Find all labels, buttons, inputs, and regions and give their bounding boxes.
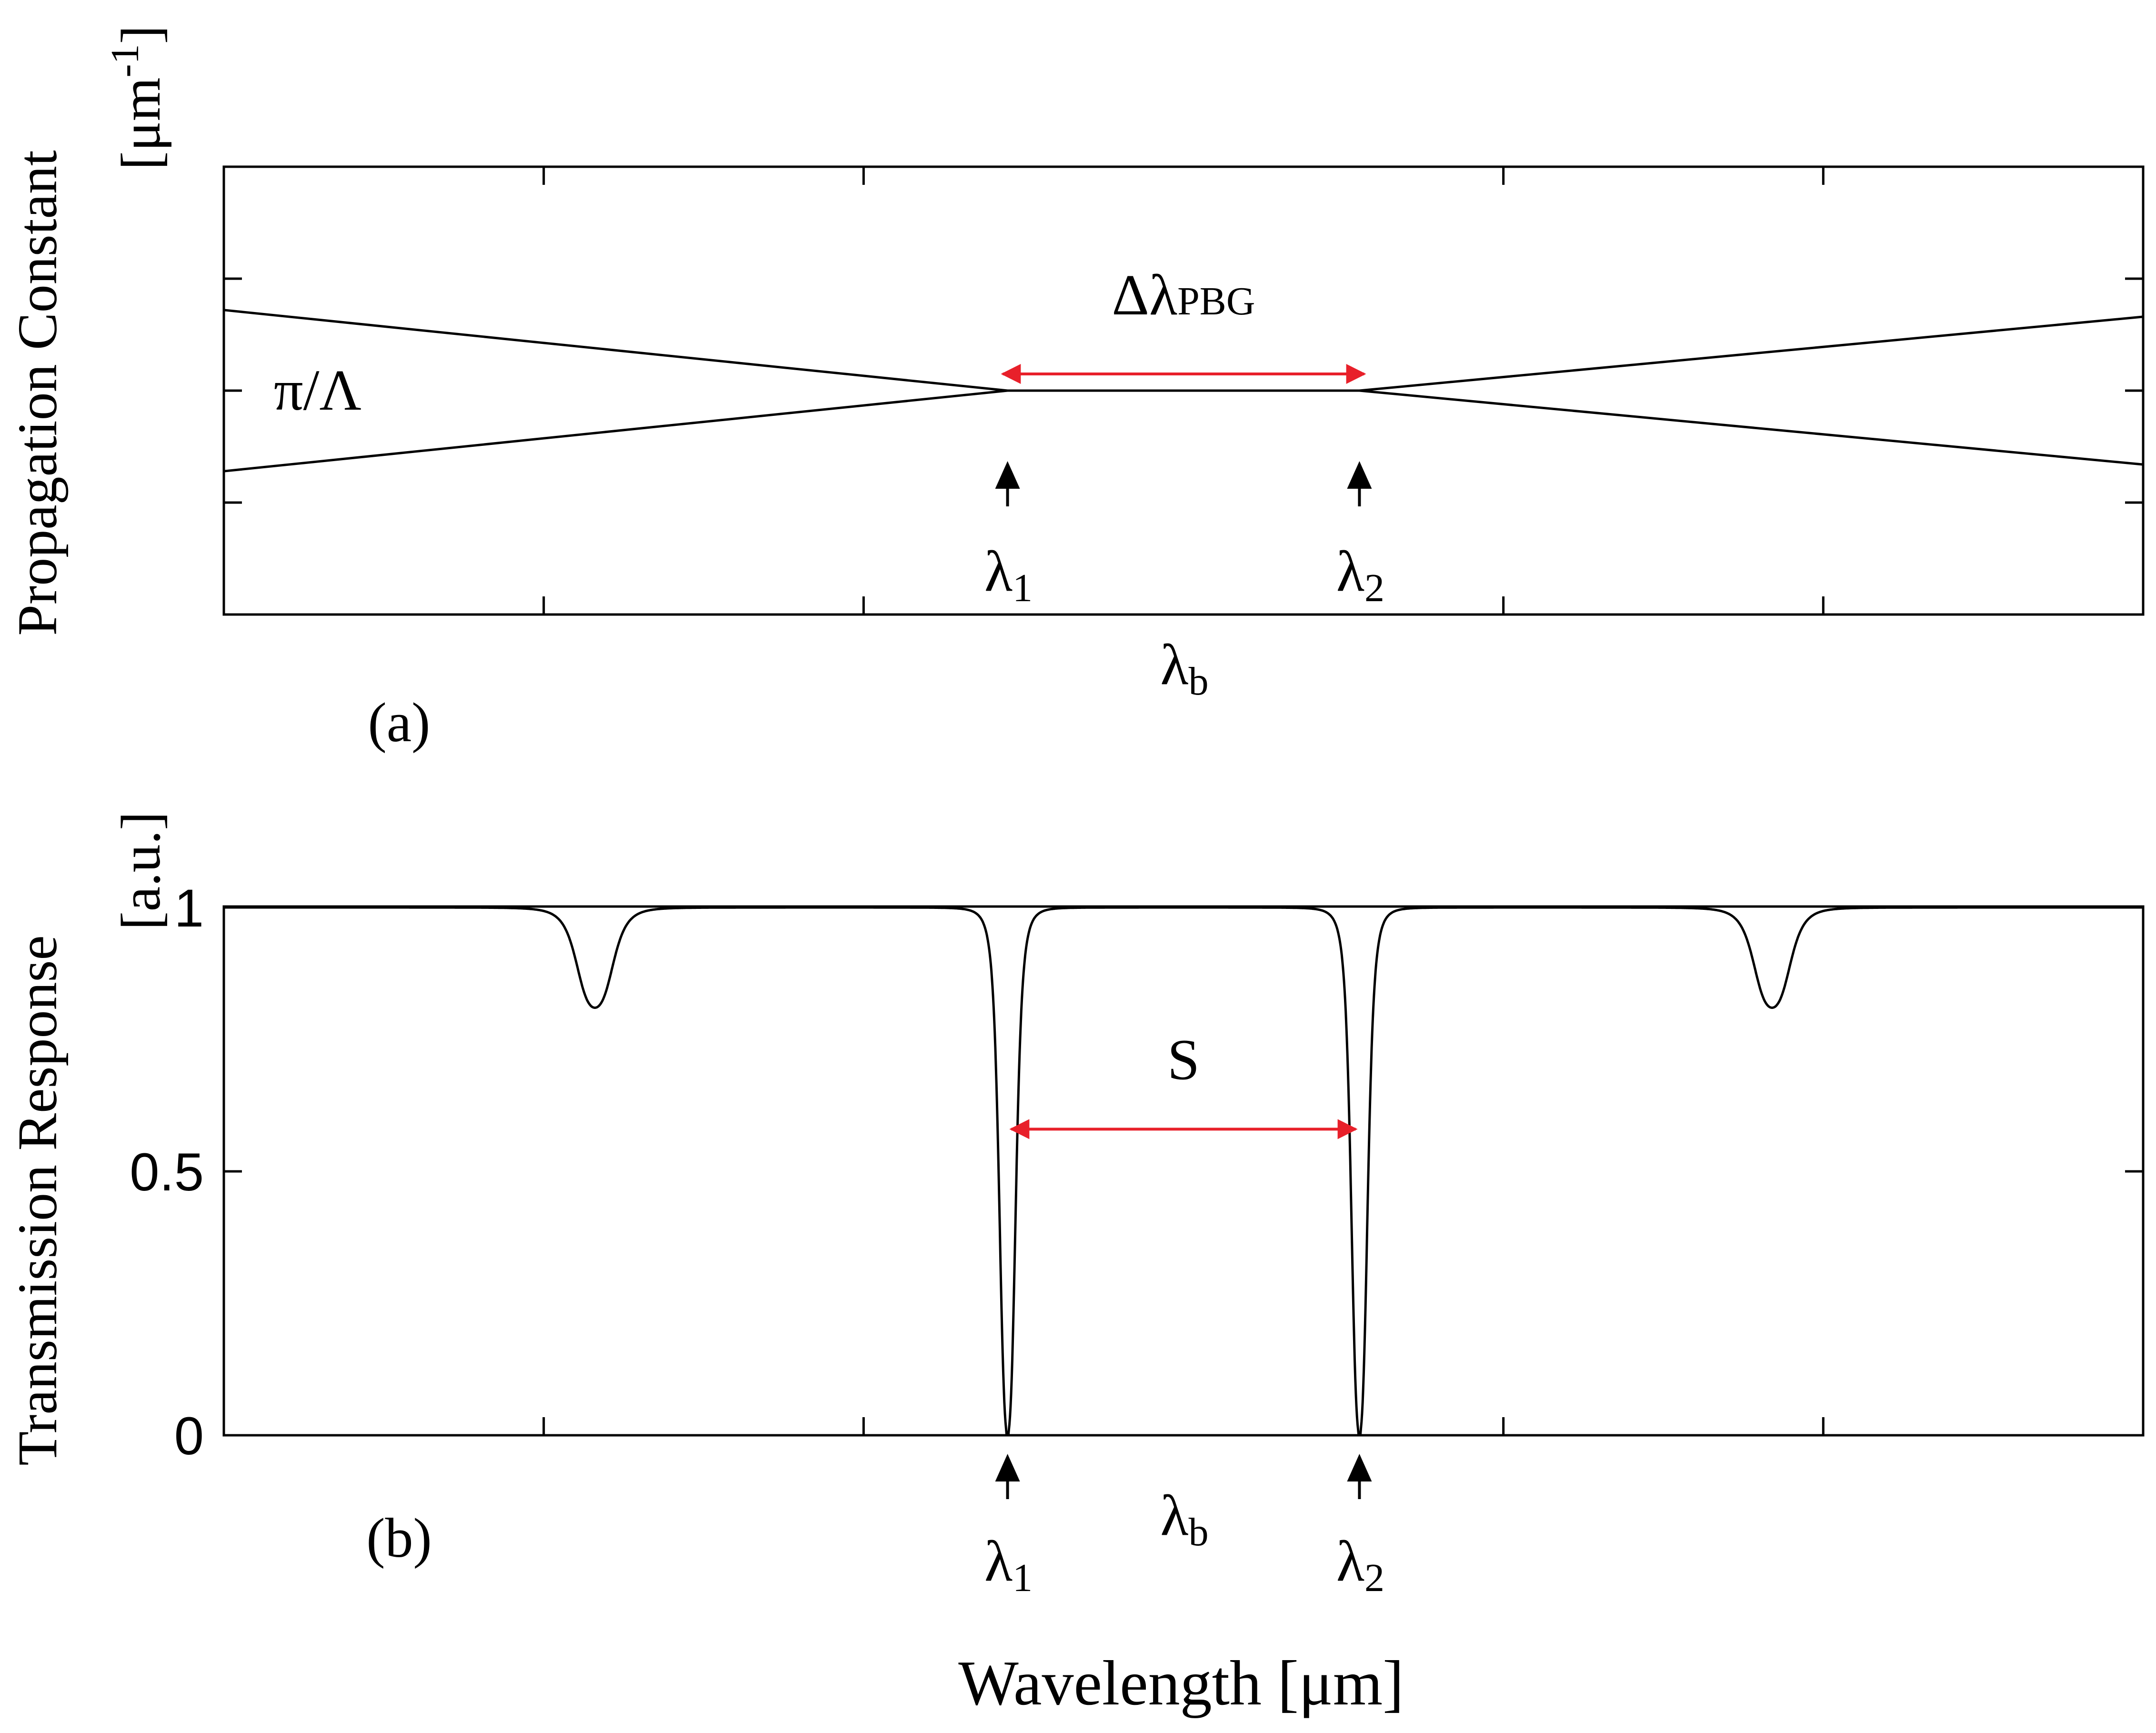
panel-b-ticks <box>224 1170 2143 1437</box>
panel-b-lambda-1-sub: 1 <box>1013 1556 1033 1600</box>
x-axis-title: Wavelength [μm] <box>958 1648 1404 1718</box>
panel-b-lambda-2-label: λ2 <box>1336 1529 1384 1600</box>
panel-b-frame <box>222 905 2145 1437</box>
panel-b-ytick-label: 0 <box>174 1406 204 1466</box>
panel-b-spacing-label: S <box>1167 1028 1200 1092</box>
panel-b-lambda-b-symbol: λ <box>1160 1483 1188 1548</box>
panel-a-bandgap-label: ΔλPBG <box>1112 263 1255 327</box>
panel-b-lambda-b-sub: b <box>1189 1510 1209 1554</box>
panel-b-lambda-2-arrowhead <box>1347 1454 1372 1481</box>
panel-a-lambda-2-label: λ2 <box>1336 539 1384 610</box>
panel-b-transmission-curve <box>224 906 2143 1437</box>
panel-b-y-title: Transmission Response <box>6 935 69 1466</box>
panel-b-y-unit-text: [a.u.] <box>110 812 172 930</box>
panel-a-bandgap-sub: PBG <box>1177 279 1255 323</box>
panel-a-y-unit-text: [μm-1] <box>103 25 172 170</box>
panel-b-lambda-b-label: λb <box>1160 1483 1208 1554</box>
panel-a-bandgap-symbol: Δλ <box>1112 263 1177 327</box>
panel-a-y-unit-close: ] <box>110 25 172 44</box>
panel-b-lambda-1-arrowhead <box>995 1454 1020 1481</box>
panel-a-dispersion-line-2 <box>223 389 2144 473</box>
panel-a-lambda-2-symbol: λ <box>1336 539 1364 604</box>
panel-b-lambda-2-sub: 2 <box>1364 1556 1384 1600</box>
panel-a-lambda-2-arrowhead <box>1347 461 1372 489</box>
panel-b-ytick-label: 1 <box>174 878 204 938</box>
panel-b-y-unit: [a.u.] <box>110 812 172 930</box>
panel-a-y-unit-base: [μm <box>110 77 172 170</box>
panel-a-y-title: Propagation Constant <box>6 150 69 636</box>
panel-b-lambda-1-symbol: λ <box>984 1529 1013 1593</box>
panel-a-ticks <box>224 167 2143 615</box>
panel-a-lambda-2-sub: 2 <box>1364 566 1384 610</box>
panel-a-lambda-1-symbol: λ <box>984 539 1013 604</box>
panel-b-ytick-label: 0.5 <box>130 1142 204 1202</box>
panel-b-label: (b) <box>366 1507 432 1569</box>
panel-a-lambda-b-sub: b <box>1189 659 1209 704</box>
panel-a-y-unit: [μm-1] <box>103 25 172 170</box>
panel-b-lambda-2-symbol: λ <box>1336 1529 1364 1593</box>
panel-a-lambda-1-arrowhead <box>995 461 1020 489</box>
panel-a-lambda-b-label: λb <box>1160 633 1208 704</box>
panel-a-lambda-1-sub: 1 <box>1013 566 1033 610</box>
panel-a-y-unit-sup: -1 <box>103 44 147 77</box>
panel-a-y-title-text: Propagation Constant <box>6 150 69 636</box>
panel-a-y-marker-label: π/Λ <box>274 358 361 423</box>
panel-a-lines <box>223 309 2144 473</box>
panel-a-lambda-1-label: λ1 <box>984 539 1033 610</box>
panel-a-lambda-b-symbol: λ <box>1160 633 1188 697</box>
panel-a-label: (a) <box>368 691 431 754</box>
panel-b-lambda-1-label: λ1 <box>984 1529 1033 1600</box>
panel-b-ytick-labels: 00.51 <box>130 878 204 1466</box>
panel-b-y-title-text: Transmission Response <box>6 935 69 1466</box>
